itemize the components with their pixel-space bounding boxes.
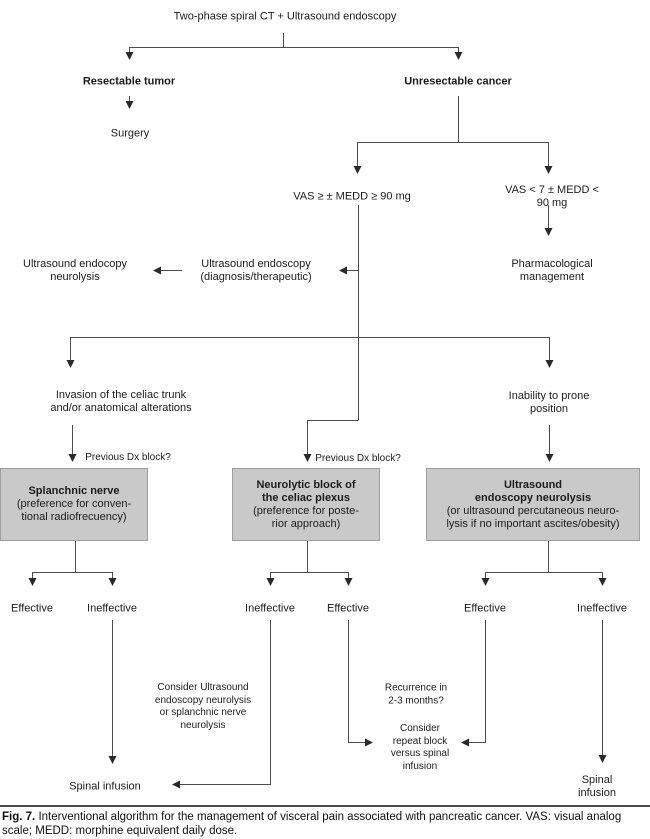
label-previous-dx-mid: Previous Dx block? (315, 452, 401, 464)
node-ineffective-3: Ineffective (577, 602, 627, 615)
box-subtitle: (preference for poste- rior approach) (253, 504, 359, 530)
node-surgery: Surgery (110, 127, 150, 140)
node-root: Two-phase spiral CT + Ultrasound endosco… (173, 10, 397, 23)
node-effective-2: Effective (327, 602, 369, 615)
node-resectable-tumor: Resectable tumor (82, 75, 176, 88)
box-title: Neurolytic block of the celiac plexus (256, 478, 356, 504)
box-ultrasound-neurolysis: Ultrasound endoscopy neurolysis (or ultr… (426, 468, 640, 541)
box-neurolytic-block: Neurolytic block of the celiac plexus (p… (232, 468, 380, 541)
node-ultrasound-diagnostic: Ultrasound endoscopy (diagnosis/therapeu… (200, 258, 312, 283)
node-unresectable-cancer: Unresectable cancer (404, 75, 512, 88)
node-spinal-infusion-left: Spinal infusion (69, 780, 141, 793)
box-title: Splanchnic nerve (28, 485, 120, 497)
node-pharmacological-management: Pharmacological management (511, 258, 593, 283)
caption-text-line2: scale; MEDD: morphine equivalent daily d… (2, 825, 238, 837)
note-consider-ultrasound: Consider Ultrasound endoscopy neurolysis… (154, 682, 252, 731)
box-subtitle: (preference for conven- tional radiofrec… (16, 498, 132, 523)
note-recurrence: Recurrence in 2-3 months? (384, 682, 448, 707)
box-splanchnic-nerve: Splanchnic nerve (preference for conven-… (0, 468, 148, 541)
node-ineffective-1: Ineffective (87, 602, 137, 615)
node-celiac-invasion: Invasion of the celiac trunk and/or anat… (50, 389, 192, 414)
node-vas-high: VAS ≥ ± MEDD ≥ 90 mg (293, 190, 411, 203)
node-ultrasound-neurolysis: Ultrasound endocopy neurolysis (23, 258, 127, 283)
node-vas-low: VAS < 7 ± MEDD < 90 mg (505, 184, 599, 209)
caption-text-line1: Interventional algorithm for the managem… (38, 811, 622, 823)
label-previous-dx-left: Previous Dx block? (85, 451, 171, 463)
note-consider-repeat-block: Consider repeat block versus spinal infu… (390, 723, 450, 772)
node-effective-1: Effective (11, 602, 53, 615)
box-subtitle: (or ultrasound percutaneous neuro- lysis… (446, 504, 620, 530)
node-effective-3: Effective (464, 602, 506, 615)
figure-caption: Fig. 7. Interventional algorithm for the… (2, 810, 648, 838)
box-title: Ultrasound endoscopy neurolysis (474, 478, 592, 504)
node-spinal-infusion-right: Spinal infusion (578, 774, 616, 799)
caption-fig-label: Fig. 7. (2, 811, 36, 823)
node-inability-prone: Inability to prone position (508, 390, 590, 415)
caption-divider (0, 805, 650, 807)
node-ineffective-2: Ineffective (245, 602, 295, 615)
